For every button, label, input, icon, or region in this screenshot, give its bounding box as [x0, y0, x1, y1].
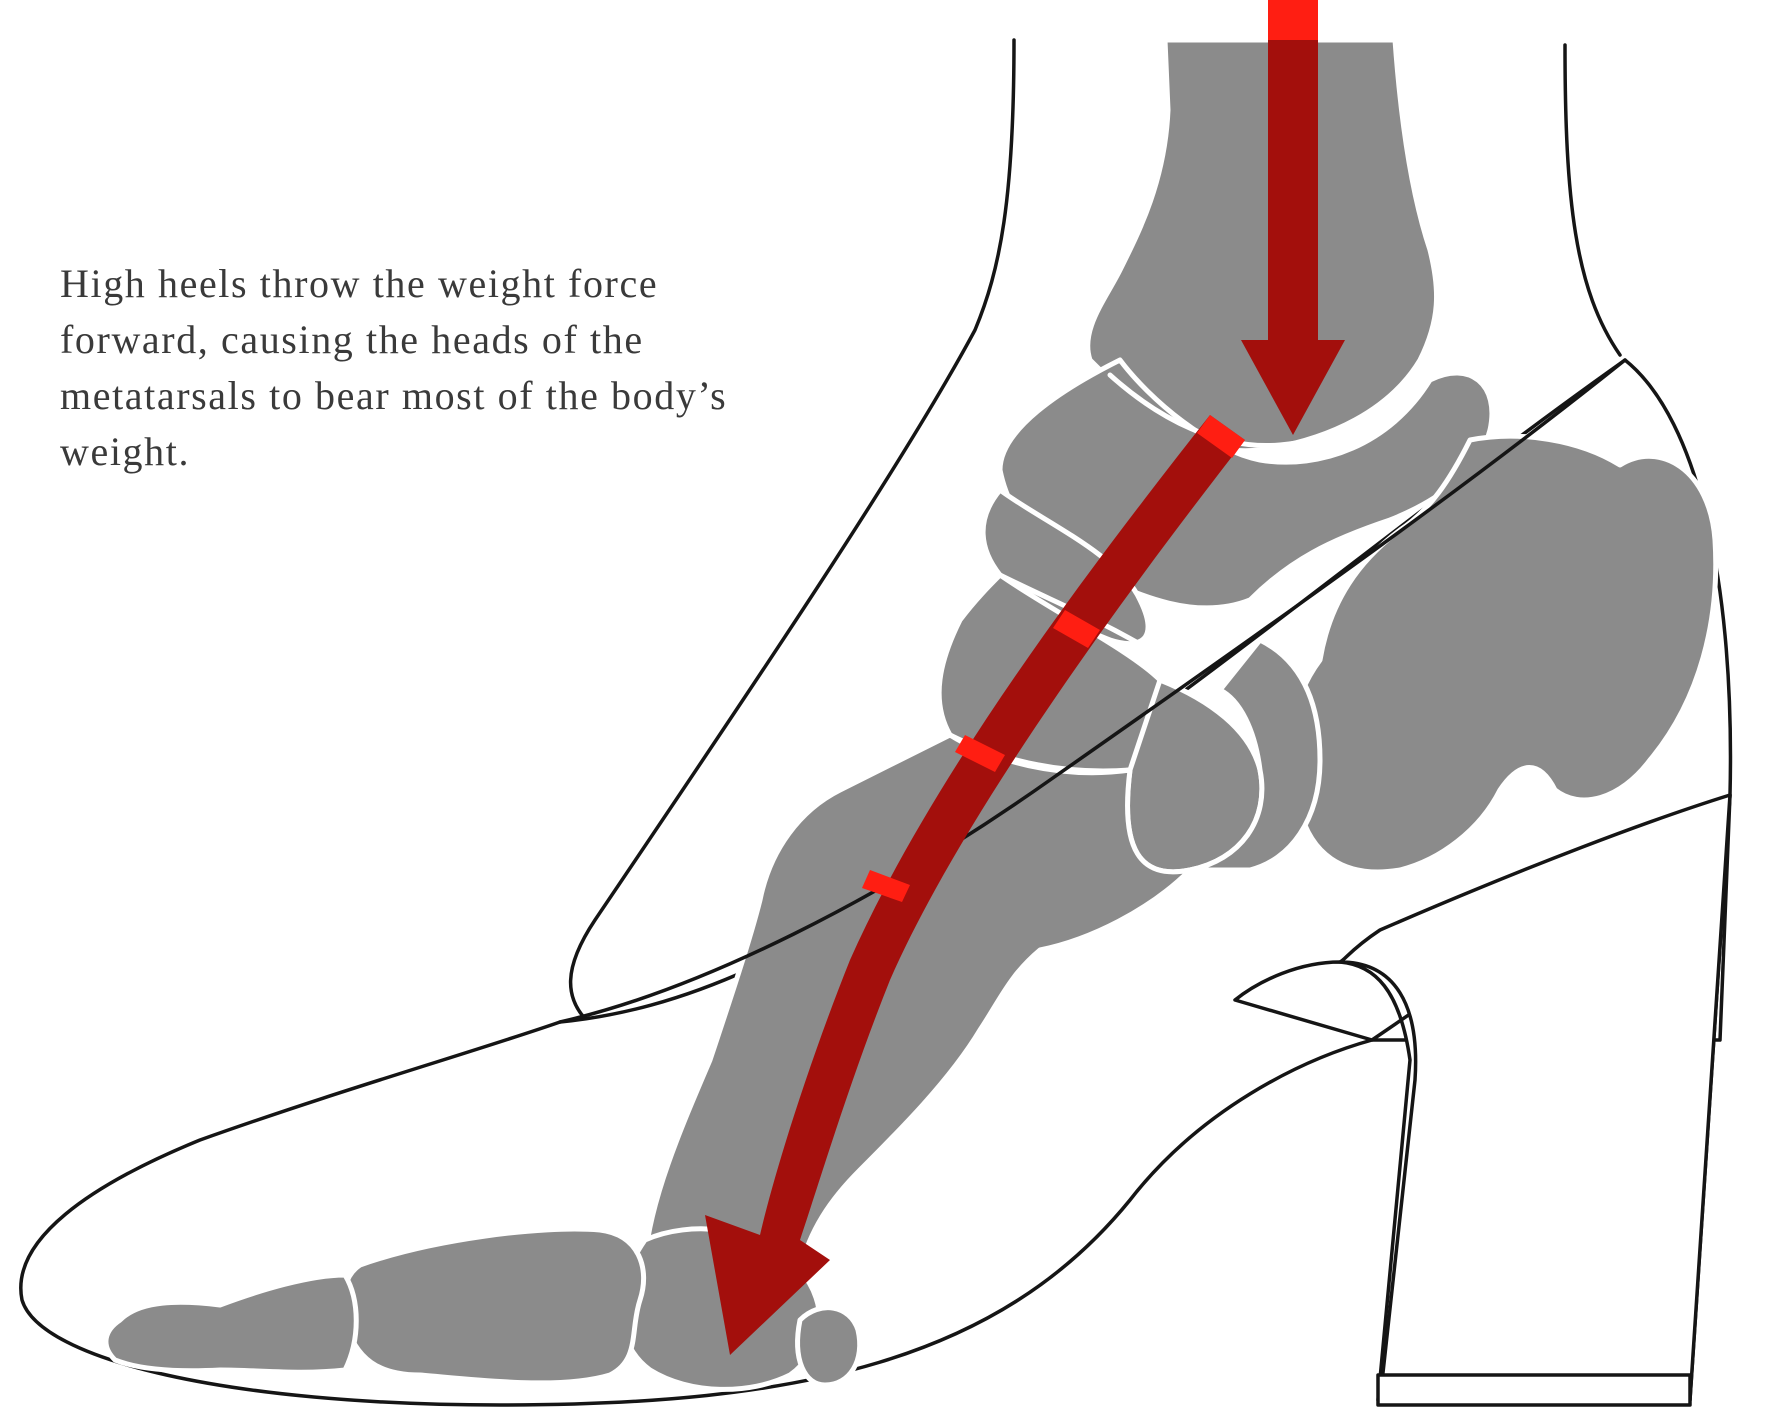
vertical-weight-force-arrow-top: [1268, 0, 1318, 42]
caption-line-3: metatarsals to bear most of the body’s: [60, 368, 860, 424]
caption-line-4: weight.: [60, 424, 860, 480]
leg-back-outline: [1565, 45, 1620, 355]
heel-tip: [1378, 1375, 1690, 1405]
caption-line-2: forward, causing the heads of the: [60, 312, 860, 368]
caption-line-1: High heels throw the weight force: [60, 256, 860, 312]
sesamoid-bone: [798, 1308, 860, 1385]
caption-text: High heels throw the weight force forwar…: [60, 256, 860, 480]
